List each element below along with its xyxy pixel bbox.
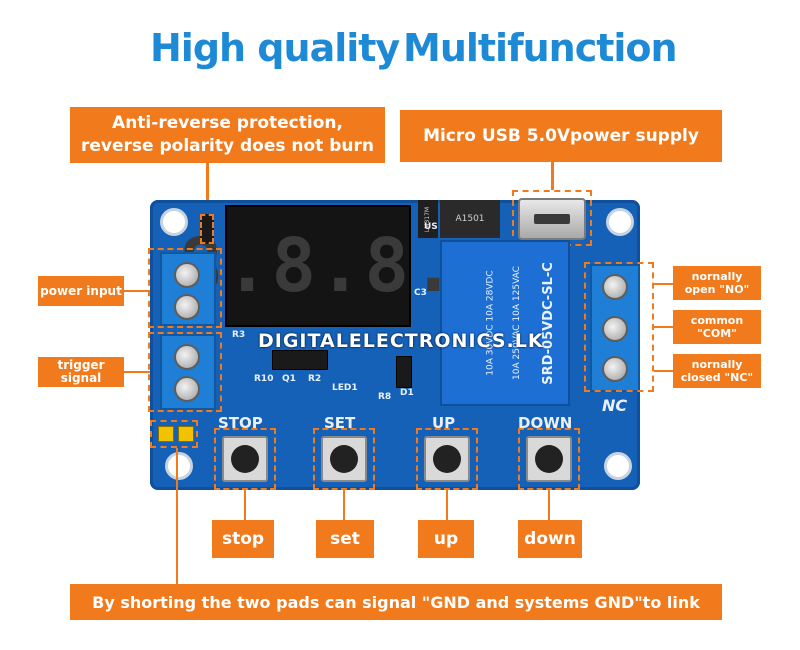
callout-power-input: power input [38, 276, 124, 306]
relay-output-highlight [584, 262, 654, 392]
silk-us: US [424, 222, 438, 232]
callout-common: common "COM" [673, 310, 761, 344]
up-highlight [416, 428, 478, 490]
callout-up: up [418, 520, 474, 558]
relay-output-terminal [590, 264, 640, 392]
screw [174, 344, 200, 370]
silk-r10: R10 [254, 374, 274, 384]
protection-diode [200, 214, 214, 244]
screw [174, 294, 200, 320]
connector-line [446, 490, 448, 520]
up-button[interactable] [424, 436, 470, 482]
screw [602, 274, 628, 300]
callout-down: down [518, 520, 582, 558]
connector-line [206, 163, 209, 215]
micro-usb-port[interactable] [518, 198, 586, 240]
silk-r8: R8 [378, 392, 392, 402]
callout-trigger-signal: trigger signal [38, 357, 124, 387]
diode [396, 356, 412, 388]
relay-rating-1: 10A 250VAC 10A 125VAC [512, 266, 523, 380]
stop-button[interactable] [222, 436, 268, 482]
connector-line [654, 283, 673, 285]
callout-anti-reverse: Anti-reverse protection, reverse polarit… [70, 107, 385, 163]
relay-model: SRD-05VDC-SL-C [540, 261, 556, 385]
connector-line [654, 370, 673, 372]
mount-hole [165, 452, 193, 480]
watermark: DIGITALELECTRONICS.LK [258, 330, 544, 352]
connector-line [343, 490, 345, 520]
connector-line [176, 448, 178, 584]
mount-hole [606, 208, 634, 236]
power-input-highlight [148, 248, 222, 328]
relay: SRD-05VDC-SL-C 10A 250VAC 10A 125VAC 10A… [440, 240, 570, 406]
trigger-signal-terminal [160, 334, 216, 410]
connector-line [654, 326, 673, 328]
gnd-pad [178, 426, 194, 442]
connector-line [244, 490, 246, 520]
silk-d1: D1 [400, 388, 414, 398]
callout-set: set [316, 520, 374, 558]
connector-line [124, 371, 150, 373]
gnd-pad [158, 426, 174, 442]
screw [602, 316, 628, 342]
set-button[interactable] [321, 436, 367, 482]
connector-line [551, 162, 554, 190]
headline-high-quality: High quality [150, 26, 400, 70]
down-button[interactable] [526, 436, 572, 482]
callout-gnd-note: By shorting the two pads can signal "GND… [70, 584, 722, 620]
silk-r2: R2 [308, 374, 322, 384]
silk-r3: R3 [232, 330, 246, 340]
regulator-label: A1501 [455, 214, 485, 224]
voltage-regulator: A1501 [440, 200, 500, 238]
silk-stop: STOP [218, 414, 263, 432]
set-highlight [313, 428, 375, 490]
power-input-terminal [160, 252, 216, 326]
silk-q1: Q1 [282, 374, 296, 384]
silk-led1: LED1 [332, 383, 358, 393]
callout-usb-power: Micro USB 5.0Vpower supply [400, 110, 722, 162]
seven-segment-display: 8.8.8. [178, 205, 456, 327]
callout-normally-open: nornally open "NO" [673, 266, 761, 300]
regulator-chip-small: LM317M [418, 200, 438, 238]
silk-down: DOWN [518, 414, 573, 432]
callout-normally-closed: nornally closed "NC" [673, 354, 761, 388]
connector-line [548, 490, 550, 520]
headline-multifunction: Multifunction [403, 26, 678, 70]
relay-rating-2: 10A 30VDC 10A 28VDC [486, 270, 497, 376]
nc-silk-label: NC [602, 396, 628, 415]
gnd-pads-highlight [150, 420, 198, 448]
trigger-highlight [148, 332, 222, 412]
screw [602, 356, 628, 382]
callout-stop: stop [212, 520, 274, 558]
ic-chip [272, 350, 328, 370]
screw [174, 376, 200, 402]
down-highlight [518, 428, 580, 490]
silk-set: SET [324, 414, 356, 432]
mount-hole [160, 208, 188, 236]
silk-up: UP [432, 414, 456, 432]
stop-highlight [214, 428, 276, 490]
connector-line [124, 290, 150, 292]
mount-hole [604, 452, 632, 480]
display-digits: 8.8.8. [178, 223, 458, 309]
usb-highlight [512, 190, 592, 246]
screw [174, 262, 200, 288]
silk-c3: C3 [414, 288, 427, 298]
